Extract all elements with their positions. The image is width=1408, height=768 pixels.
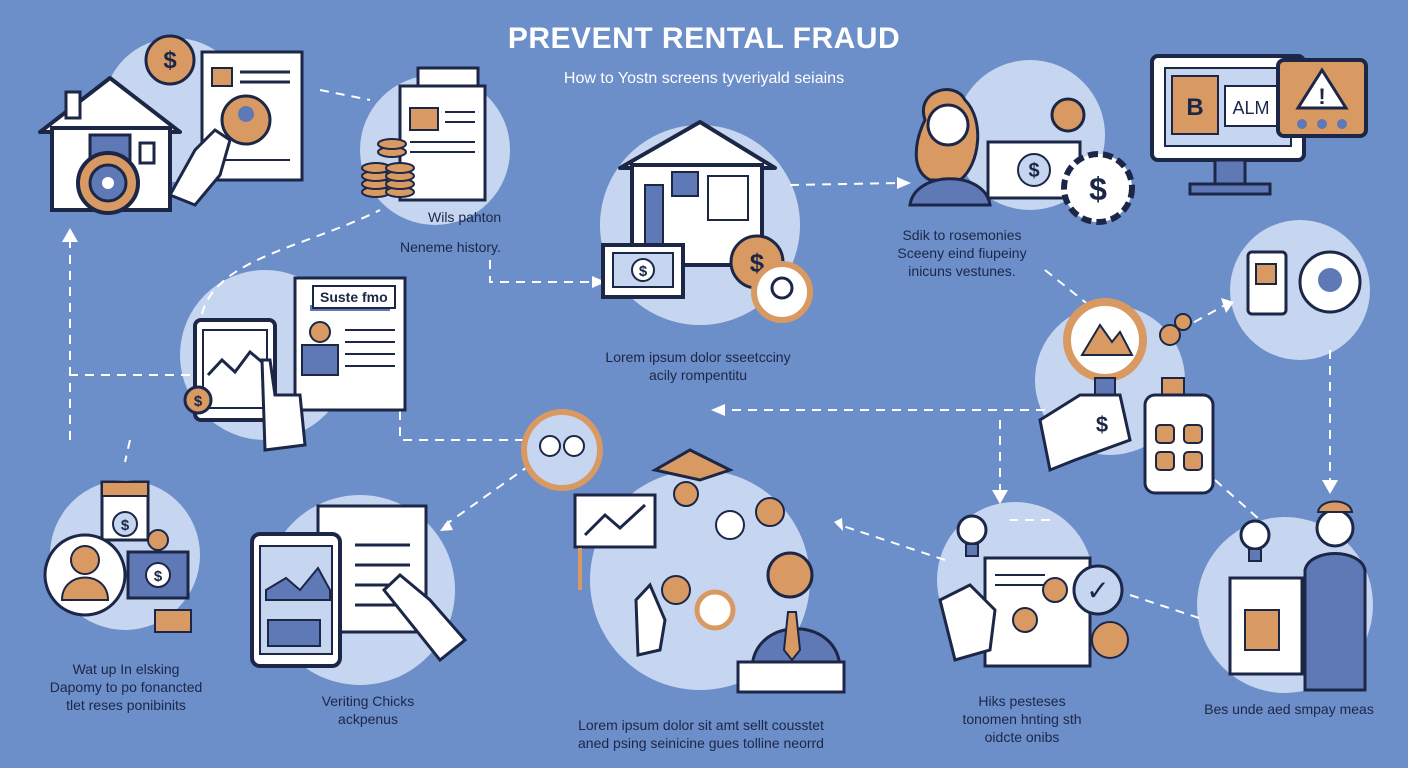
- caption-line: Sceeny eind fiupeiny: [897, 245, 1027, 261]
- caption-line: Veriting Chicks: [321, 693, 415, 709]
- review-document-icon: ✓: [938, 514, 1129, 668]
- caption-bes: Bes unde aed smpay meas: [1204, 701, 1374, 717]
- screen-letters-alm: ALM: [1232, 98, 1269, 118]
- phone-map-icon: [1246, 250, 1362, 316]
- house-laptop-icon: $ $: [601, 120, 813, 323]
- caption-line: Sdik to rosemonies: [902, 227, 1022, 243]
- caption-line: Dapomy to po fonancted: [49, 679, 203, 695]
- screen-letter-b: B: [1186, 94, 1203, 121]
- documents-coins-icon: [361, 66, 487, 202]
- caption-line: Lorem ipsum dolor sit amt sellt cousstet: [578, 717, 824, 733]
- caption-wils: Wils pahton Neneme history.: [400, 208, 502, 256]
- caption-veriting: Veriting Chicks ackpenus: [298, 692, 438, 728]
- coin-heart-icon: $: [144, 34, 196, 86]
- svg-text:$: $: [194, 393, 203, 410]
- application-document-icon: [167, 50, 304, 207]
- caption-line: oidcte onibs: [984, 729, 1060, 745]
- svg-text:$: $: [121, 517, 130, 534]
- svg-text:$: $: [154, 568, 163, 585]
- page-subtitle: How to Yostn screens tyveriyald seiains: [563, 70, 845, 87]
- caption-watup: Wat up In elsking Dapomy to po fonancted…: [28, 660, 224, 714]
- house-icon: [38, 76, 182, 215]
- caption-line: aned psing seinicine gues tolline neorrd: [578, 735, 824, 751]
- caption-line: Neneme history.: [400, 239, 501, 255]
- tenant-money-icon: $ $: [908, 88, 1135, 225]
- caption-lorem-bottom: Lorem ipsum dolor sit amt sellt cousstet…: [548, 716, 854, 752]
- caption-line: Hiks pesteses: [978, 693, 1066, 709]
- svg-text:$: $: [1096, 412, 1108, 437]
- caption-line: inicuns vestunes.: [908, 263, 1016, 279]
- caption-lorem-mid: Lorem ipsum dolor sseetcciny acily rompe…: [586, 348, 810, 384]
- checklist-tablet-icon: [250, 504, 468, 668]
- caption-line: tonomen hnting sth: [962, 711, 1082, 727]
- svg-text:$: $: [1089, 171, 1107, 207]
- svg-text:$: $: [1028, 160, 1039, 182]
- monitor-warning-icon: B ALM !: [1150, 54, 1368, 196]
- check-icon: ✓: [1086, 575, 1109, 606]
- caption-sdik: Sdik to rosemonies Sceeny eind fiupeiny …: [878, 226, 1046, 280]
- page-title: PREVENT RENTAL FRAUD: [507, 22, 901, 55]
- caption-line: ackpenus: [338, 711, 398, 727]
- caption-line: Wils pahton: [428, 209, 502, 225]
- deposit-person-icon: $ $: [43, 480, 192, 633]
- landlord-agent-icon: [1228, 500, 1367, 692]
- magnifier-inspection-icon: $: [1038, 298, 1215, 495]
- caption-hiks: Hiks pesteses tonomen hnting sth oidcte …: [940, 692, 1104, 746]
- caption-line: acily rompentitu: [648, 367, 748, 383]
- caption-line: Wat up In elsking: [72, 661, 180, 677]
- svg-text:$: $: [639, 263, 648, 280]
- caption-line: Lorem ipsum dolor sseetcciny: [605, 349, 791, 365]
- caption-line: tlet reses ponibinits: [66, 697, 186, 713]
- svg-text:$: $: [163, 47, 177, 74]
- warning-icon: !: [1318, 84, 1325, 109]
- label-box-suste: Suste fmo: [312, 285, 396, 309]
- meeting-agent-icon: [521, 409, 846, 694]
